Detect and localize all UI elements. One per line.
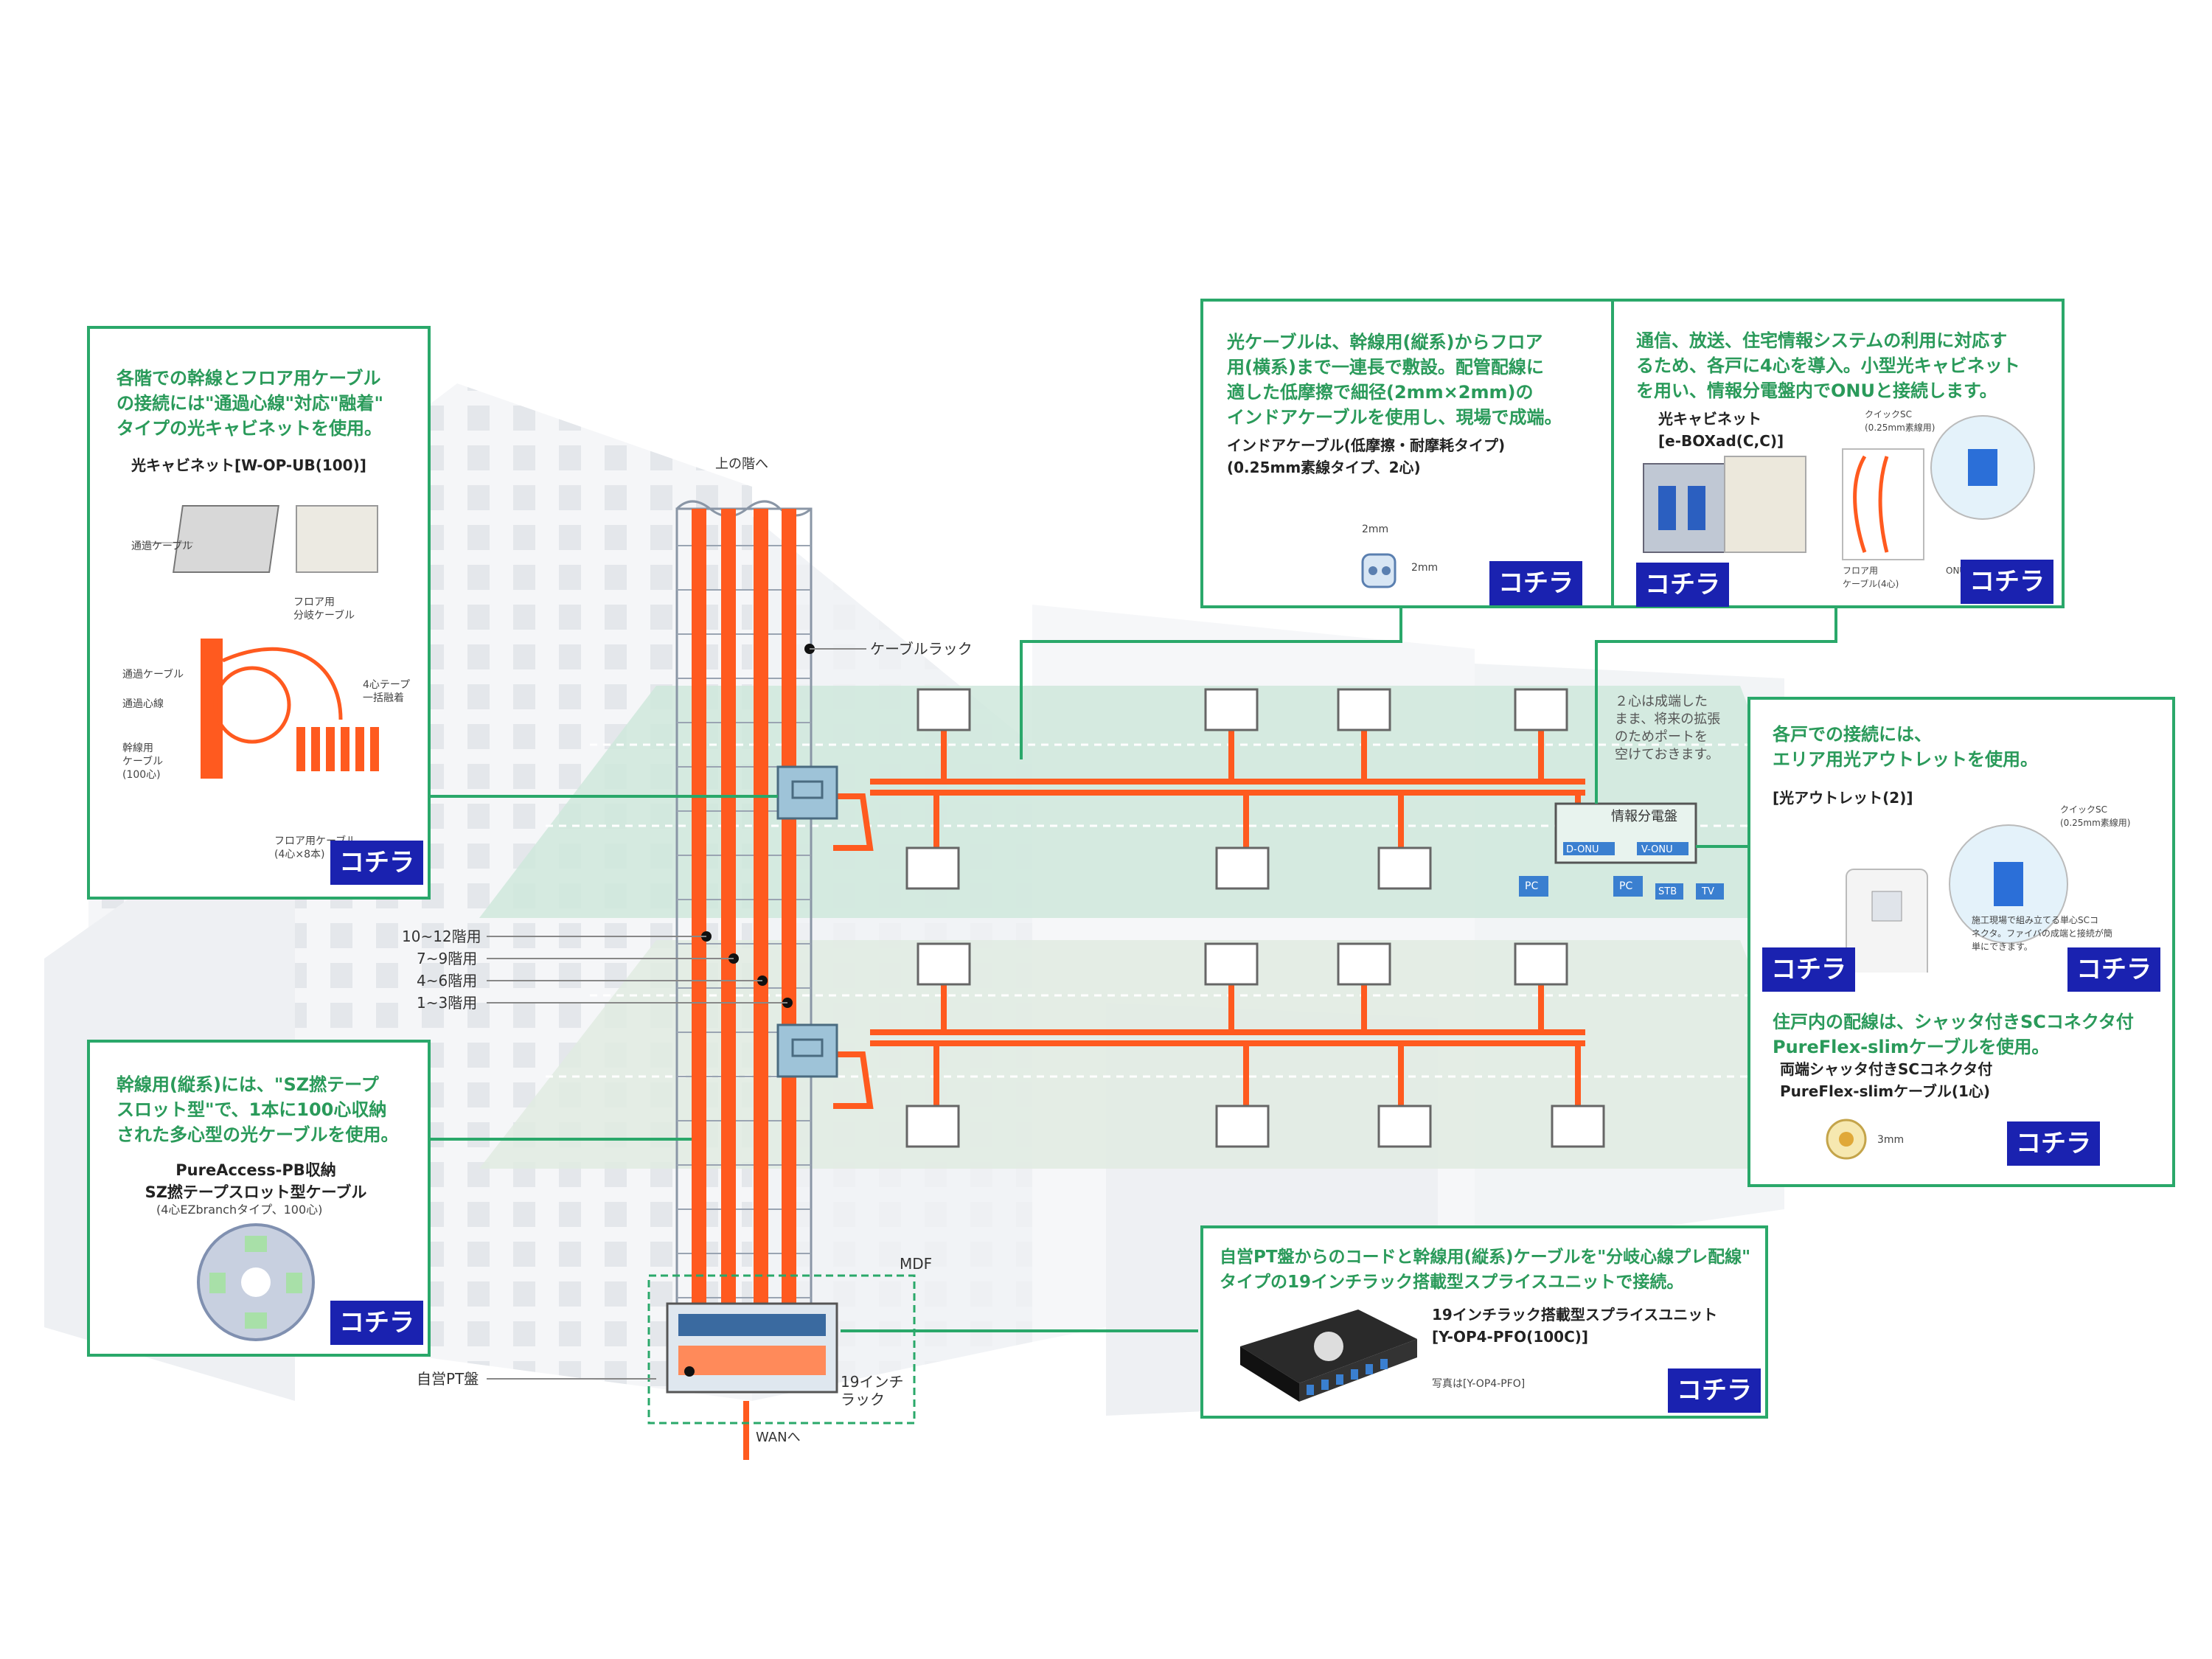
callout-outlet-heading: 各戸での接続には、 エリア用光アウトレットを使用。 [1773, 724, 2038, 770]
note-trunk: 幹線用 ケーブル (100心) [122, 742, 164, 781]
floor-cabinets [776, 765, 838, 1078]
splice-unit-photo [1240, 1310, 1417, 1402]
callout-splice-unit: 自営PT盤からのコードと幹線用(縦系)ケーブルを"分岐心線プレ配線" タイプの1… [1200, 1225, 1768, 1419]
cable-cross-section-icon [197, 1223, 315, 1341]
info-panel-label: 情報分電盤 [1611, 809, 1677, 824]
outlet-quick-sc-label: クイックSC (0.25mm素線用) [2060, 804, 2131, 828]
pureflex-product: 両端シャッタ付きSCコネクタ付 PureFlex-slimケーブル(1心) [1780, 1060, 1993, 1100]
outlet-product: [光アウトレット(2)] [1773, 789, 1913, 807]
small-cabinet-detail-button[interactable]: コチラ [1636, 563, 1729, 607]
splice-photo-note: 写真は[Y-OP4-PFO] [1432, 1378, 1526, 1390]
indoor-product: インドアケーブル(低摩擦・耐摩耗タイプ) (0.25mm素線タイプ、2心) [1227, 437, 1506, 476]
callout-trunk-heading: 幹線用(縦系)には、"SZ撚テープ スロット型"で、1本に100心収納 された多… [116, 1074, 399, 1145]
callout-cabinet: 各階での幹線とフロア用ケーブル の接続には"通過心線"対応"融着" タイプの光キ… [87, 326, 431, 900]
floor-10-12-label: 10~12階用 [402, 928, 481, 945]
cabinet-photo [142, 505, 379, 779]
cabinet-product: 光キャビネット[W-OP-UB(100)] [131, 456, 366, 474]
outlet-detail-button[interactable]: コチラ [1762, 947, 1855, 992]
pureflex-cross-section-icon [1826, 1119, 1867, 1160]
pc1-label: PC [1525, 880, 1539, 892]
indoor-detail-button[interactable]: コチラ [1489, 561, 1582, 605]
wan-label: WANへ [756, 1430, 801, 1445]
small-cabinet-product: 光キャビネット [e-BOXad(C,C)] [1658, 410, 1784, 450]
mdf-label: MDF [900, 1255, 933, 1273]
outlet-quick-sc-button[interactable]: コチラ [2067, 947, 2160, 992]
stb-label: STB [1658, 886, 1677, 897]
note-floor-branch: フロア用 分岐ケーブル [293, 597, 355, 622]
splice-product: 19インチラック搭載型スプライスユニット [Y-OP4-PFO(100C)] [1432, 1306, 1718, 1346]
info-panel [1519, 802, 1724, 900]
outlets [905, 688, 1605, 1148]
note-pass-core: 通過心線 [122, 698, 164, 710]
quick-sc-label: クイックSC (0.25mm素線用) [1865, 409, 1935, 433]
callout-indoor-wiring-heading: 住戸内の配線は、シャッタ付きSCコネクタ付 PureFlex-slimケーブルを… [1773, 1012, 2134, 1057]
cabinet-detail-button[interactable]: コチラ [330, 841, 423, 885]
leader-lines [487, 648, 866, 1380]
floor-1-3-label: 1~3階用 [417, 994, 478, 1012]
floor-cabling-upper [811, 723, 1585, 863]
trunk-product-sub: (4心EZbranchタイプ、100心) [156, 1203, 323, 1217]
note-pass-cable-2: 通過ケーブル [122, 669, 184, 681]
floor-planes [479, 686, 1829, 1169]
pt-label: 自営PT盤 [417, 1370, 479, 1388]
small-cabinet-photo [1643, 415, 2035, 560]
rack19-label: 19インチ ラック [841, 1373, 904, 1408]
upstairs-label: 上の階へ [715, 456, 768, 472]
indoor-dim-height: 2mm [1411, 562, 1439, 574]
callout-connectors [428, 608, 1837, 1332]
outlet-note: 施工現場で組み立てる単心SCコ ネクタ。ファイバの成端と接続が簡 単にできます。 [1972, 915, 2112, 952]
callout-cabinet-heading: 各階での幹線とフロア用ケーブル の接続には"通過心線"対応"融着" タイプの光キ… [116, 368, 384, 439]
callout-outlet: 各戸での接続には、 エリア用光アウトレットを使用。 [光アウトレット(2)] ク… [1747, 697, 2175, 1187]
tv-label: TV [1702, 886, 1714, 897]
indoor-cable-icon [1361, 553, 1397, 588]
indoor-dim-width: 2mm [1362, 524, 1389, 535]
pc2-label: PC [1619, 880, 1633, 892]
trunk-detail-button[interactable]: コチラ [330, 1301, 423, 1345]
reserve-note: ２心は成端した まま、将来の拡張 のためポートを 空けておきます。 [1615, 694, 1721, 762]
callout-small-cabinet: 通信、放送、住宅情報システムの利用に対応す るため、各戸に4心を導入。小型光キャ… [1611, 299, 2065, 608]
callout-indoor-cable: 光ケーブルは、幹線用(縦系)からフロア 用(横系)まで一連長で敷設。配管配線に … [1200, 299, 1630, 608]
pureflex-dim: 3mm [1877, 1134, 1905, 1146]
d-onu-label: D-ONU [1566, 844, 1599, 855]
callout-trunk-cable: 幹線用(縦系)には、"SZ撚テープ スロット型"で、1本に100心収納 された多… [87, 1040, 431, 1357]
splice-detail-button[interactable]: コチラ [1668, 1368, 1761, 1413]
floor-cable-4-label: フロア用 ケーブル(4心) [1843, 566, 1899, 589]
callout-small-cabinet-heading: 通信、放送、住宅情報システムの利用に対応す るため、各戸に4心を導入。小型光キャ… [1636, 330, 2020, 401]
floor-4-6-label: 4~6階用 [417, 972, 478, 990]
trunk-fibers [692, 509, 796, 1460]
callout-indoor-heading: 光ケーブルは、幹線用(縦系)からフロア 用(横系)まで一連長で敷設。配管配線に … [1227, 332, 1562, 428]
floor-7-9-label: 7~9階用 [417, 950, 478, 967]
cable-rack-label: ケーブルラック [870, 640, 973, 658]
note-tape: 4心テープ 一括融着 [363, 679, 411, 704]
outlet-photo [1846, 824, 2068, 973]
mdf-area [647, 1274, 916, 1425]
trunk-product: PureAccess-PB収納 SZ撚テープスロット型ケーブル [145, 1161, 367, 1201]
quick-sc-detail-button[interactable]: コチラ [1961, 560, 2053, 604]
note-pass-cable: 通過ケーブル [131, 540, 193, 552]
callout-splice-heading: 自営PT盤からのコードと幹線用(縦系)ケーブルを"分岐心線プレ配線" タイプの1… [1220, 1248, 1751, 1292]
v-onu-label: V-ONU [1641, 844, 1673, 855]
pureflex-detail-button[interactable]: コチラ [2007, 1121, 2100, 1166]
